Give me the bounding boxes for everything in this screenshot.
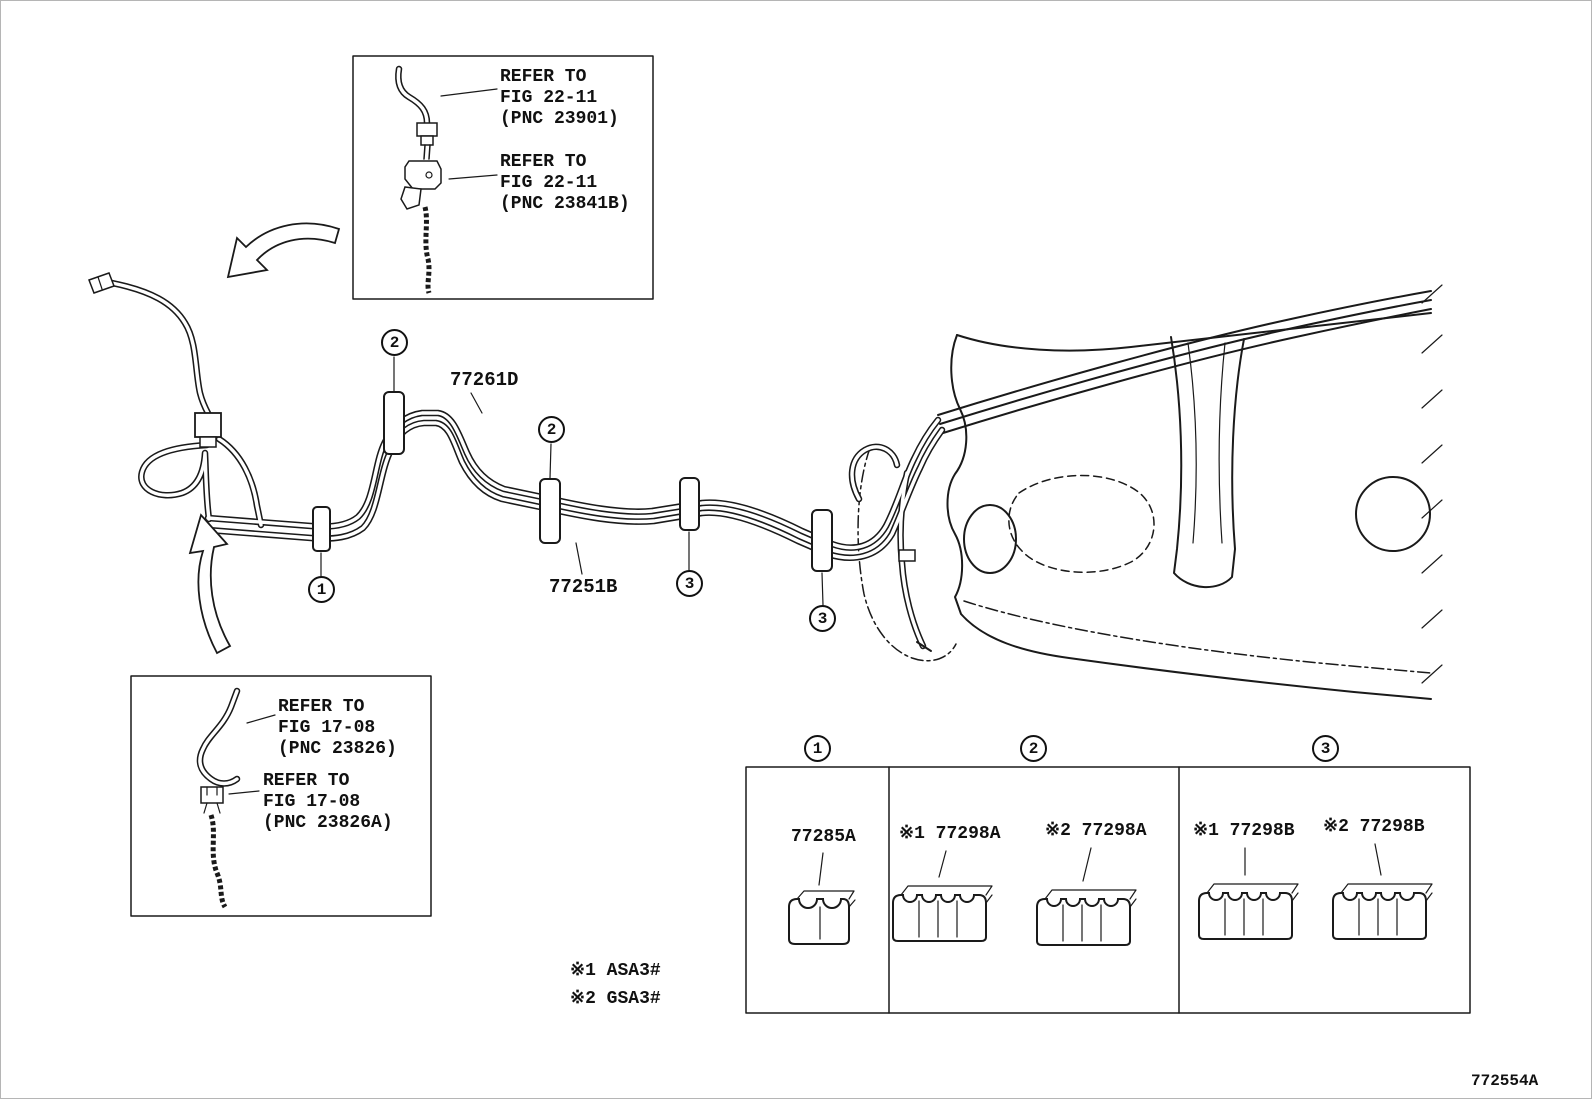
table-callout-3-badge: 3 [1312, 735, 1339, 762]
parts-table-grid [745, 766, 1471, 1014]
table-callout-1-badge: 1 [804, 735, 831, 762]
leader-lines [320, 356, 1382, 886]
tube-label-lower: 77251B [549, 576, 618, 598]
tube-clamps [312, 391, 833, 572]
bottom-inset-box [130, 675, 432, 917]
refer-note-top-2: REFER TO FIG 22-11 (PNC 23841B) [500, 152, 630, 214]
part-label-77285A: 77285A [791, 827, 856, 847]
figure-code: 772554A [1471, 1072, 1539, 1090]
fuel-tube-bundle [88, 272, 942, 652]
arrow-to-bottom-inset-icon [188, 513, 232, 655]
quick-connector [194, 412, 222, 438]
clamp-77298B-1-drawing [1198, 883, 1299, 940]
callout-1-badge: 1 [308, 576, 335, 603]
callout-2-badge: 2 [538, 416, 565, 443]
tube-label-upper: 77261D [450, 369, 519, 391]
table-callout-2-badge: 2 [1020, 735, 1047, 762]
fuel-hose-fitting [88, 272, 115, 294]
vehicle-underbody-outline [857, 284, 1443, 700]
part-label-77298A-1: ※1 77298A [899, 824, 1001, 844]
part-label-77298B-2: ※2 77298B [1323, 817, 1425, 837]
part-label-77298A-2: ※2 77298A [1045, 821, 1147, 841]
arrow-to-top-inset-icon [226, 222, 341, 279]
clamp-77285A-drawing [788, 890, 856, 945]
refer-note-bottom-2: REFER TO FIG 17-08 (PNC 23826A) [263, 771, 393, 833]
clamp-77298B-2-drawing [1332, 883, 1433, 940]
callout-3-badge: 3 [676, 570, 703, 597]
clamp-77298A-2-drawing [1036, 889, 1137, 946]
clamp-77298A-1-drawing [892, 885, 993, 942]
refer-note-top-1: REFER TO FIG 22-11 (PNC 23901) [500, 67, 619, 129]
callout-2-badge: 2 [381, 329, 408, 356]
top-inset-box [352, 55, 654, 300]
tube-joint [898, 549, 916, 562]
variant-note-2: ※2 GSA3# [570, 989, 661, 1009]
variant-note-1: ※1 ASA3# [570, 961, 661, 981]
refer-note-bottom-1: REFER TO FIG 17-08 (PNC 23826) [278, 697, 397, 759]
callout-3-badge: 3 [809, 605, 836, 632]
part-label-77298B-1: ※1 77298B [1193, 821, 1295, 841]
